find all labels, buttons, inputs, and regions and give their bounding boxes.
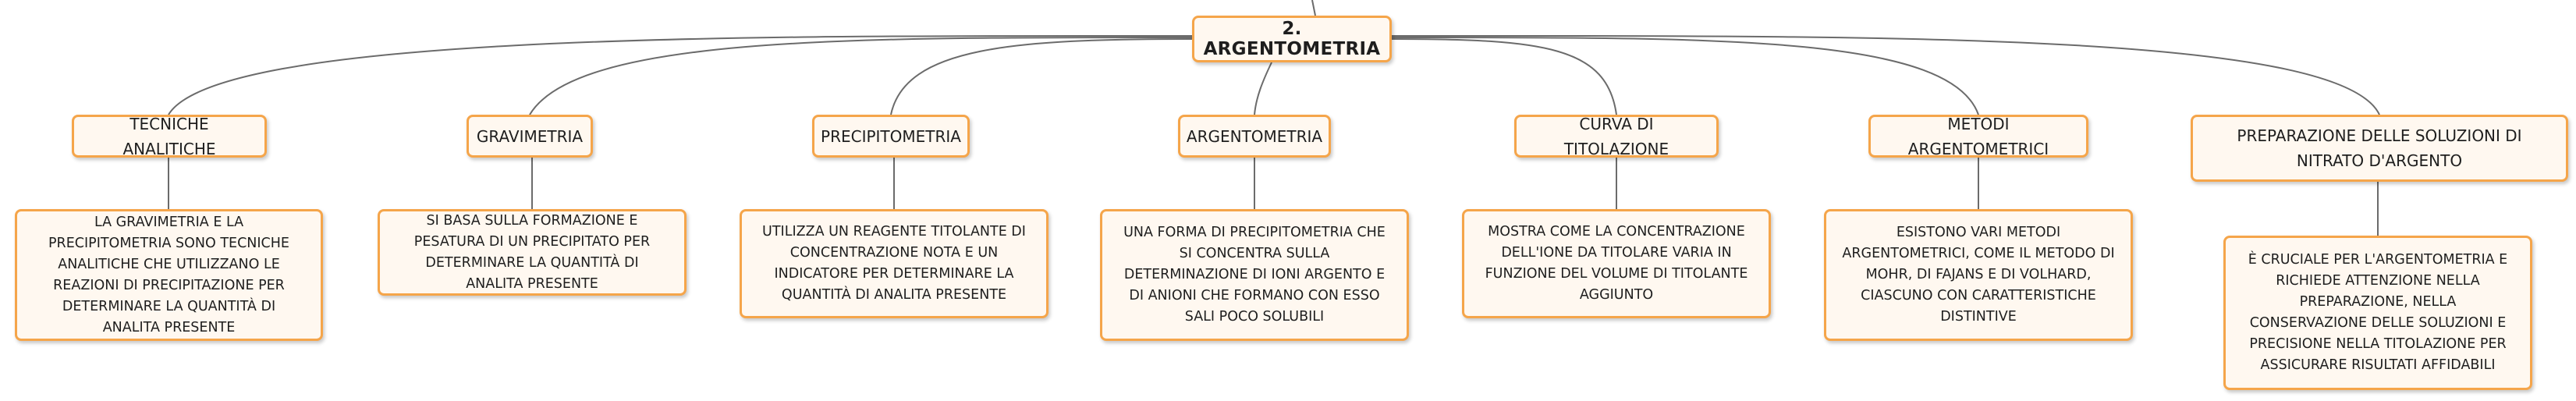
detail-text: LA GRAVIMETRIA E LA PRECIPITOMETRIA SONO… xyxy=(48,214,289,335)
topic-label: ARGENTOMETRIA xyxy=(1186,126,1323,146)
detail-node-argentometria[interactable]: UNA FORMA DI PRECIPITOMETRIA CHE SI CONC… xyxy=(1100,209,1409,341)
detail-node-precipitometria[interactable]: UTILIZZA UN REAGENTE TITOLANTE DI CONCEN… xyxy=(740,209,1048,318)
connector-root-topic-2 xyxy=(529,36,1193,115)
topic-label: CURVA DI TITOLAZIONE xyxy=(1563,114,1669,158)
topic-node-precipitometria[interactable]: PRECIPITOMETRIA xyxy=(812,115,970,158)
connector-root-topic-5 xyxy=(1391,38,1617,115)
detail-node-gravimetria[interactable]: SI BASA SULLA FORMAZIONE E PESATURA DI U… xyxy=(378,209,687,296)
topic-label: GRAVIMETRIA xyxy=(476,126,584,146)
detail-node-tecniche-analitiche[interactable]: LA GRAVIMETRIA E LA PRECIPITOMETRIA SONO… xyxy=(15,209,323,341)
topic-node-metodi-argentometrici[interactable]: METODI ARGENTOMETRICI xyxy=(1868,115,2088,158)
topic-label: PREPARAZIONE DELLE SOLUZIONI DI NITRATO … xyxy=(2237,126,2522,170)
detail-text: UTILIZZA UN REAGENTE TITOLANTE DI CONCEN… xyxy=(762,224,1026,303)
connector-root-topic-3 xyxy=(890,38,1193,115)
detail-text: MOSTRA COME LA CONCENTRAZIONE DELL'IONE … xyxy=(1485,224,1748,303)
topic-label: PRECIPITOMETRIA xyxy=(821,126,961,146)
topic-node-tecniche-analitiche[interactable]: TECNICHE ANALITICHE xyxy=(72,115,267,158)
topic-label: METODI ARGENTOMETRICI xyxy=(1907,114,2049,158)
connector-root-up xyxy=(1311,0,1316,16)
root-node[interactable]: 2. ARGENTOMETRIA xyxy=(1192,16,1392,62)
connector-root-topic-4 xyxy=(1254,62,1272,115)
detail-node-curva-di-titolazione[interactable]: MOSTRA COME LA CONCENTRAZIONE DELL'IONE … xyxy=(1462,209,1771,318)
connector-root-topic-7 xyxy=(1391,34,2380,115)
connector-root-topic-1 xyxy=(168,34,1193,115)
detail-text: SI BASA SULLA FORMAZIONE E PESATURA DI U… xyxy=(413,212,651,292)
connector-root-topic-6 xyxy=(1391,36,1979,115)
topic-node-gravimetria[interactable]: GRAVIMETRIA xyxy=(467,115,593,158)
topic-node-preparazione-soluzioni[interactable]: PREPARAZIONE DELLE SOLUZIONI DI NITRATO … xyxy=(2191,115,2568,182)
detail-text: UNA FORMA DI PRECIPITOMETRIA CHE SI CONC… xyxy=(1123,225,1386,325)
detail-text: ESISTONO VARI METODI ARGENTOMETRICI, COM… xyxy=(1842,225,2115,325)
topic-node-argentometria[interactable]: ARGENTOMETRIA xyxy=(1178,115,1331,158)
detail-node-metodi-argentometrici[interactable]: ESISTONO VARI METODI ARGENTOMETRICI, COM… xyxy=(1824,209,2133,341)
topic-node-curva-di-titolazione[interactable]: CURVA DI TITOLAZIONE xyxy=(1514,115,1719,158)
root-label: 2. ARGENTOMETRIA xyxy=(1203,19,1381,59)
detail-node-preparazione-soluzioni[interactable]: È CRUCIALE PER L'ARGENTOMETRIA E RICHIED… xyxy=(2223,236,2532,390)
detail-text: È CRUCIALE PER L'ARGENTOMETRIA E RICHIED… xyxy=(2248,252,2508,373)
topic-label: TECNICHE ANALITICHE xyxy=(122,114,216,158)
